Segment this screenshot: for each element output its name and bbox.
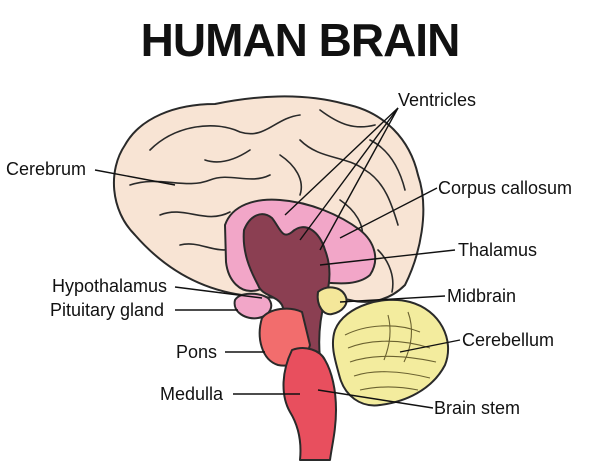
label-corpus-callosum: Corpus callosum (438, 178, 572, 198)
leader-hypothalamus (174, 286, 263, 299)
label-hypothalamus: Hypothalamus (52, 276, 167, 296)
label-brain-stem: Brain stem (434, 398, 520, 418)
label-ventricles: Ventricles (398, 90, 476, 110)
labels: Ventricles Cerebrum Corpus callosum Thal… (6, 90, 572, 418)
brain-stem-shape (282, 347, 337, 461)
leader-ventricles-1 (284, 107, 399, 216)
label-midbrain: Midbrain (447, 286, 516, 306)
midbrain-shape (316, 286, 348, 316)
leader-thalamus (319, 249, 456, 266)
label-cerebrum: Cerebrum (6, 159, 86, 179)
leader-brain-stem (317, 389, 434, 409)
leader-cerebellum (399, 339, 461, 353)
cerebellum-region (331, 298, 450, 407)
cerebellum-shape (331, 298, 450, 407)
leader-ventricles-3 (319, 107, 399, 251)
label-medulla: Medulla (160, 384, 224, 404)
leader-cerebrum (94, 169, 176, 186)
leader-lines (94, 107, 461, 409)
leader-midbrain (339, 295, 446, 303)
label-pons: Pons (176, 342, 217, 362)
leader-corpus-callosum (339, 187, 438, 239)
label-thalamus: Thalamus (458, 240, 537, 260)
pituitary-gland-shape (233, 292, 273, 320)
label-cerebellum: Cerebellum (462, 330, 554, 350)
diagram-title: HUMAN BRAIN (141, 14, 460, 66)
leader-ventricles-2 (299, 107, 399, 241)
label-pituitary-gland: Pituitary gland (50, 300, 164, 320)
